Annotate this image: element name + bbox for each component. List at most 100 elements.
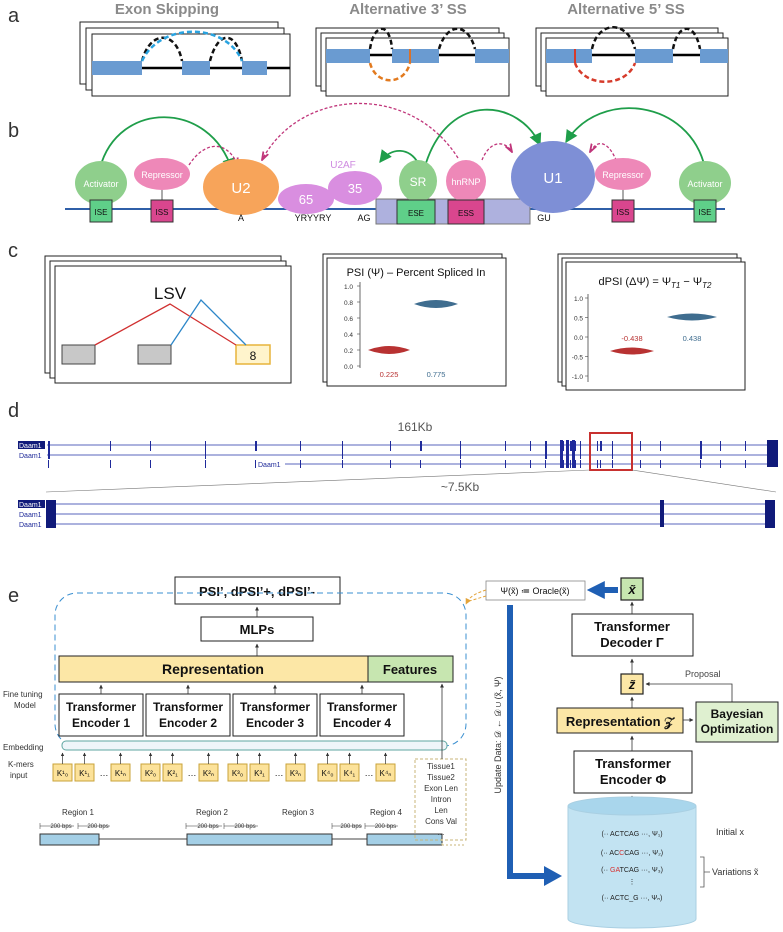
kmer-dots: … bbox=[275, 768, 284, 778]
panel-label-c: c bbox=[8, 240, 18, 262]
zoom-box bbox=[589, 432, 633, 471]
dpsi-value-1: -0.438 bbox=[621, 334, 642, 343]
iss-right bbox=[611, 199, 635, 223]
repressor-right-label: Repressor bbox=[602, 170, 644, 180]
features-box bbox=[367, 655, 454, 683]
lsv-exon-2 bbox=[137, 344, 172, 365]
u2-label: U2 bbox=[231, 180, 250, 197]
ess-label: ESS bbox=[458, 209, 474, 218]
iss-left-label: ISS bbox=[156, 208, 169, 217]
kmer-token-label: K³₀ bbox=[232, 769, 243, 778]
psi-tick-label: 1.0 bbox=[344, 284, 353, 291]
ese-label: ESE bbox=[408, 209, 424, 218]
exon bbox=[92, 61, 142, 75]
panel-a-alt-3ss: Alternative 3’ SS bbox=[315, 1, 510, 97]
u1-snrnp bbox=[511, 141, 595, 213]
db-sequence-row: ⋮ bbox=[629, 879, 636, 886]
activator-left bbox=[75, 161, 127, 205]
kmer-token-label: K⁴₀ bbox=[321, 769, 333, 778]
feature-item: Intron bbox=[431, 795, 451, 804]
repressor-left-label: Repressor bbox=[141, 170, 183, 180]
kmer-dots: … bbox=[100, 768, 109, 778]
gene-label-top-1: Daam1 bbox=[19, 443, 42, 450]
output-label: PSI’, dPSI’+, dPSI’- bbox=[199, 584, 315, 599]
ise-right bbox=[693, 199, 717, 223]
bps-label: 200 bps bbox=[340, 824, 361, 830]
dpsi-title: dPSI (ΔΨ) = ΨT1 − ΨT2 bbox=[599, 276, 712, 290]
hnrnp-label: hnRNP bbox=[451, 177, 480, 187]
representation-z-label: Representation 𝒵 bbox=[566, 714, 675, 730]
transformer-encoder-3 bbox=[232, 693, 318, 737]
kmer-token-label: K²₀ bbox=[145, 769, 156, 778]
panel-a-alt-5ss: Alternative 5’ SS bbox=[535, 1, 729, 97]
embedding-bar bbox=[61, 740, 448, 751]
bayesian-optimization-box bbox=[695, 701, 779, 743]
activator-right-label: Activator bbox=[687, 179, 722, 189]
variations-label: Variations x̃ bbox=[712, 867, 759, 877]
repressor-left bbox=[134, 158, 190, 190]
exon bbox=[392, 49, 439, 63]
exon bbox=[475, 49, 509, 63]
exon bbox=[242, 61, 267, 75]
bps-label: 200 bps bbox=[50, 824, 71, 830]
dpsi-violin-1 bbox=[610, 347, 654, 355]
kmer-token-label: K¹₀ bbox=[57, 769, 68, 778]
u2-snrnp bbox=[203, 159, 279, 215]
region-label: Region 4 bbox=[370, 808, 403, 817]
mlps-box bbox=[200, 616, 314, 642]
region-label: Region 1 bbox=[62, 808, 95, 817]
u2af65 bbox=[278, 184, 334, 214]
representation-box bbox=[58, 655, 369, 683]
embedding-label: Embedding bbox=[3, 743, 43, 752]
seq-ag: AG bbox=[357, 213, 370, 223]
top-size-label: 161Kb bbox=[398, 420, 433, 434]
decoder-box bbox=[571, 613, 694, 657]
psi-tick-label: 0.6 bbox=[344, 316, 353, 323]
features-label: Features bbox=[383, 662, 437, 677]
psi-value-1: 0.225 bbox=[380, 370, 399, 379]
exon bbox=[182, 61, 210, 75]
kmer-token-label: K⁴ₙ bbox=[380, 769, 392, 778]
ese bbox=[396, 199, 436, 225]
feature-item: Len bbox=[434, 806, 447, 815]
update-data-arrow bbox=[507, 605, 548, 879]
kmer-token-label: K³ₙ bbox=[290, 769, 301, 778]
db-sequence-row: (·· ACTC_G ···, Ψₙ) bbox=[602, 895, 663, 902]
u2af35-label: 35 bbox=[348, 181, 362, 196]
gene-label-zoom-1: Daam1 bbox=[19, 502, 42, 509]
mlps-label: MLPs bbox=[240, 622, 275, 637]
panel-a-title-exon-skipping: Exon Skipping bbox=[115, 1, 219, 18]
kmer-dots: … bbox=[188, 768, 197, 778]
kmer-token-label: K⁴₁ bbox=[344, 769, 356, 778]
activator-left-label: Activator bbox=[83, 179, 118, 189]
psi-tick-label: 0.4 bbox=[344, 332, 353, 339]
representation-label: Representation bbox=[162, 661, 264, 677]
psi-violin-2 bbox=[414, 300, 458, 308]
feature-item: Tissue2 bbox=[427, 773, 455, 782]
panel-a-title-alt5: Alternative 5’ SS bbox=[567, 1, 685, 18]
output-box bbox=[174, 576, 341, 605]
u2af-label: U2AF bbox=[330, 160, 356, 171]
dpsi-tick-label: 0.0 bbox=[574, 335, 583, 342]
hnrnp-protein bbox=[446, 160, 486, 202]
transformer-encoder-2 bbox=[145, 693, 231, 737]
ise-left bbox=[89, 199, 113, 223]
psi-tick-label: 0.2 bbox=[344, 348, 353, 355]
feature-item: ... bbox=[438, 828, 445, 837]
exon bbox=[635, 49, 673, 63]
psi-tick-label: 0.8 bbox=[344, 300, 353, 307]
dpsi-tick-label: -0.5 bbox=[572, 355, 584, 362]
bps-label: 200 bps bbox=[87, 824, 108, 830]
seq-yryyry: YRYYRY bbox=[295, 213, 332, 223]
oracle-label: Ψ(x̃) ≔ Oracle(x̃) bbox=[500, 586, 569, 596]
dpsi-tick-label: -1.0 bbox=[572, 374, 584, 381]
ise-left-label: ISE bbox=[95, 208, 108, 217]
iss-left bbox=[150, 199, 174, 223]
u1-label: U1 bbox=[543, 170, 562, 187]
db-sequence-row: (·· ACTCAG ···, Ψ₁) bbox=[601, 831, 662, 838]
exon bbox=[546, 49, 592, 63]
